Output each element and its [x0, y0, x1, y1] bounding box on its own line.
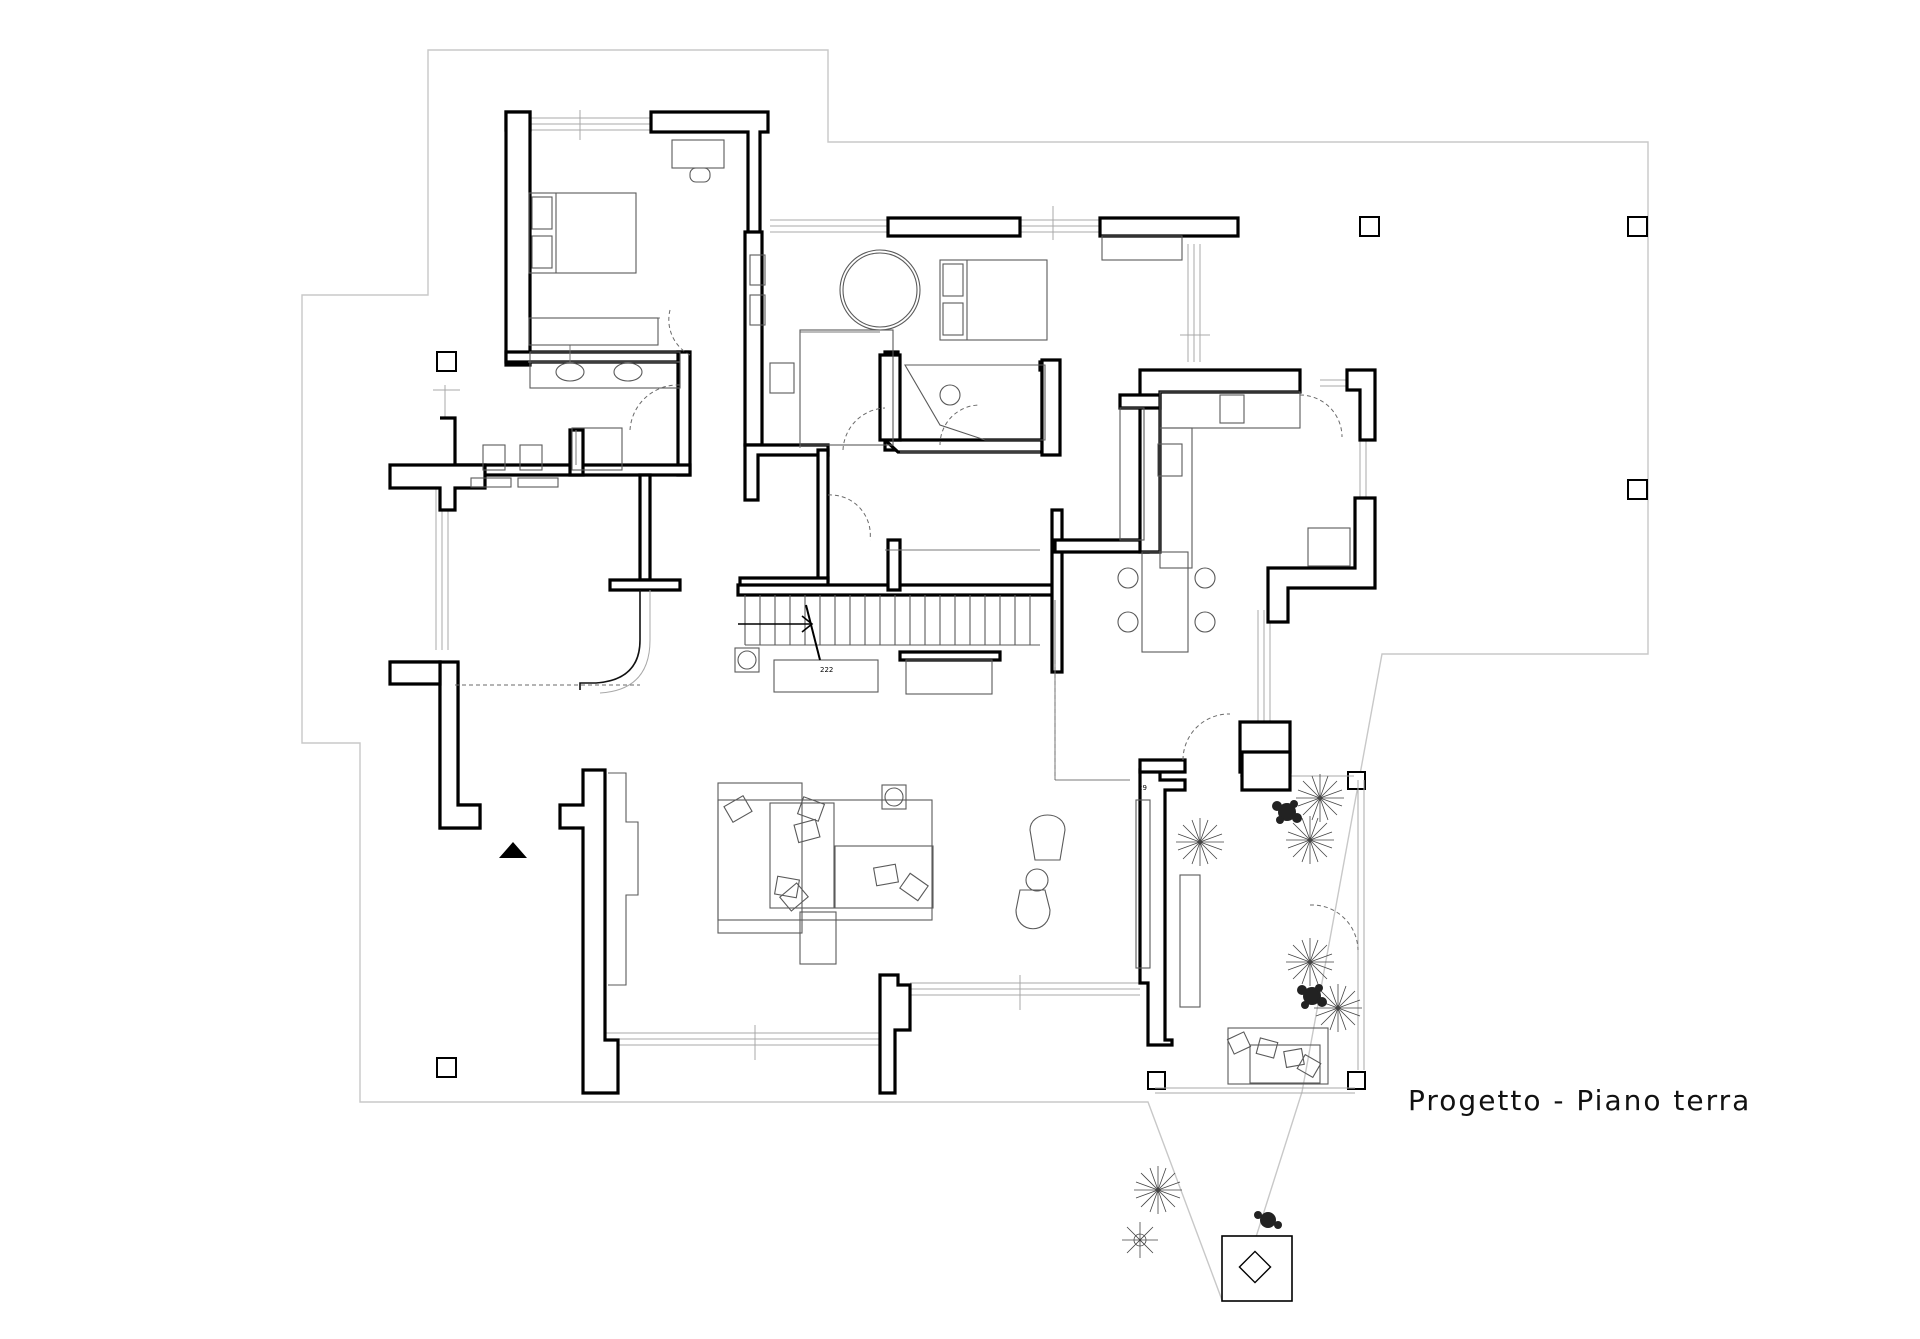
entrance-triangle-icon: [499, 842, 527, 858]
door-swings: [455, 309, 1359, 951]
stair-length-label: 222: [820, 666, 833, 674]
drawing-title: Progetto - Piano terra: [1408, 1084, 1752, 1117]
stair-treads: [744, 595, 1040, 646]
well-diamond-icon: [1221, 1235, 1293, 1302]
window-lines: [433, 110, 1367, 1094]
walls: [388, 110, 1377, 1095]
step-count-label: 29: [1138, 784, 1147, 792]
furniture: [470, 139, 1351, 1085]
curved-wall: [579, 590, 641, 690]
stair-arrow: [738, 604, 821, 661]
exterior-pillars: [436, 216, 1648, 1090]
dark-shrubs: [1254, 800, 1327, 1229]
plants: [1122, 774, 1362, 1258]
